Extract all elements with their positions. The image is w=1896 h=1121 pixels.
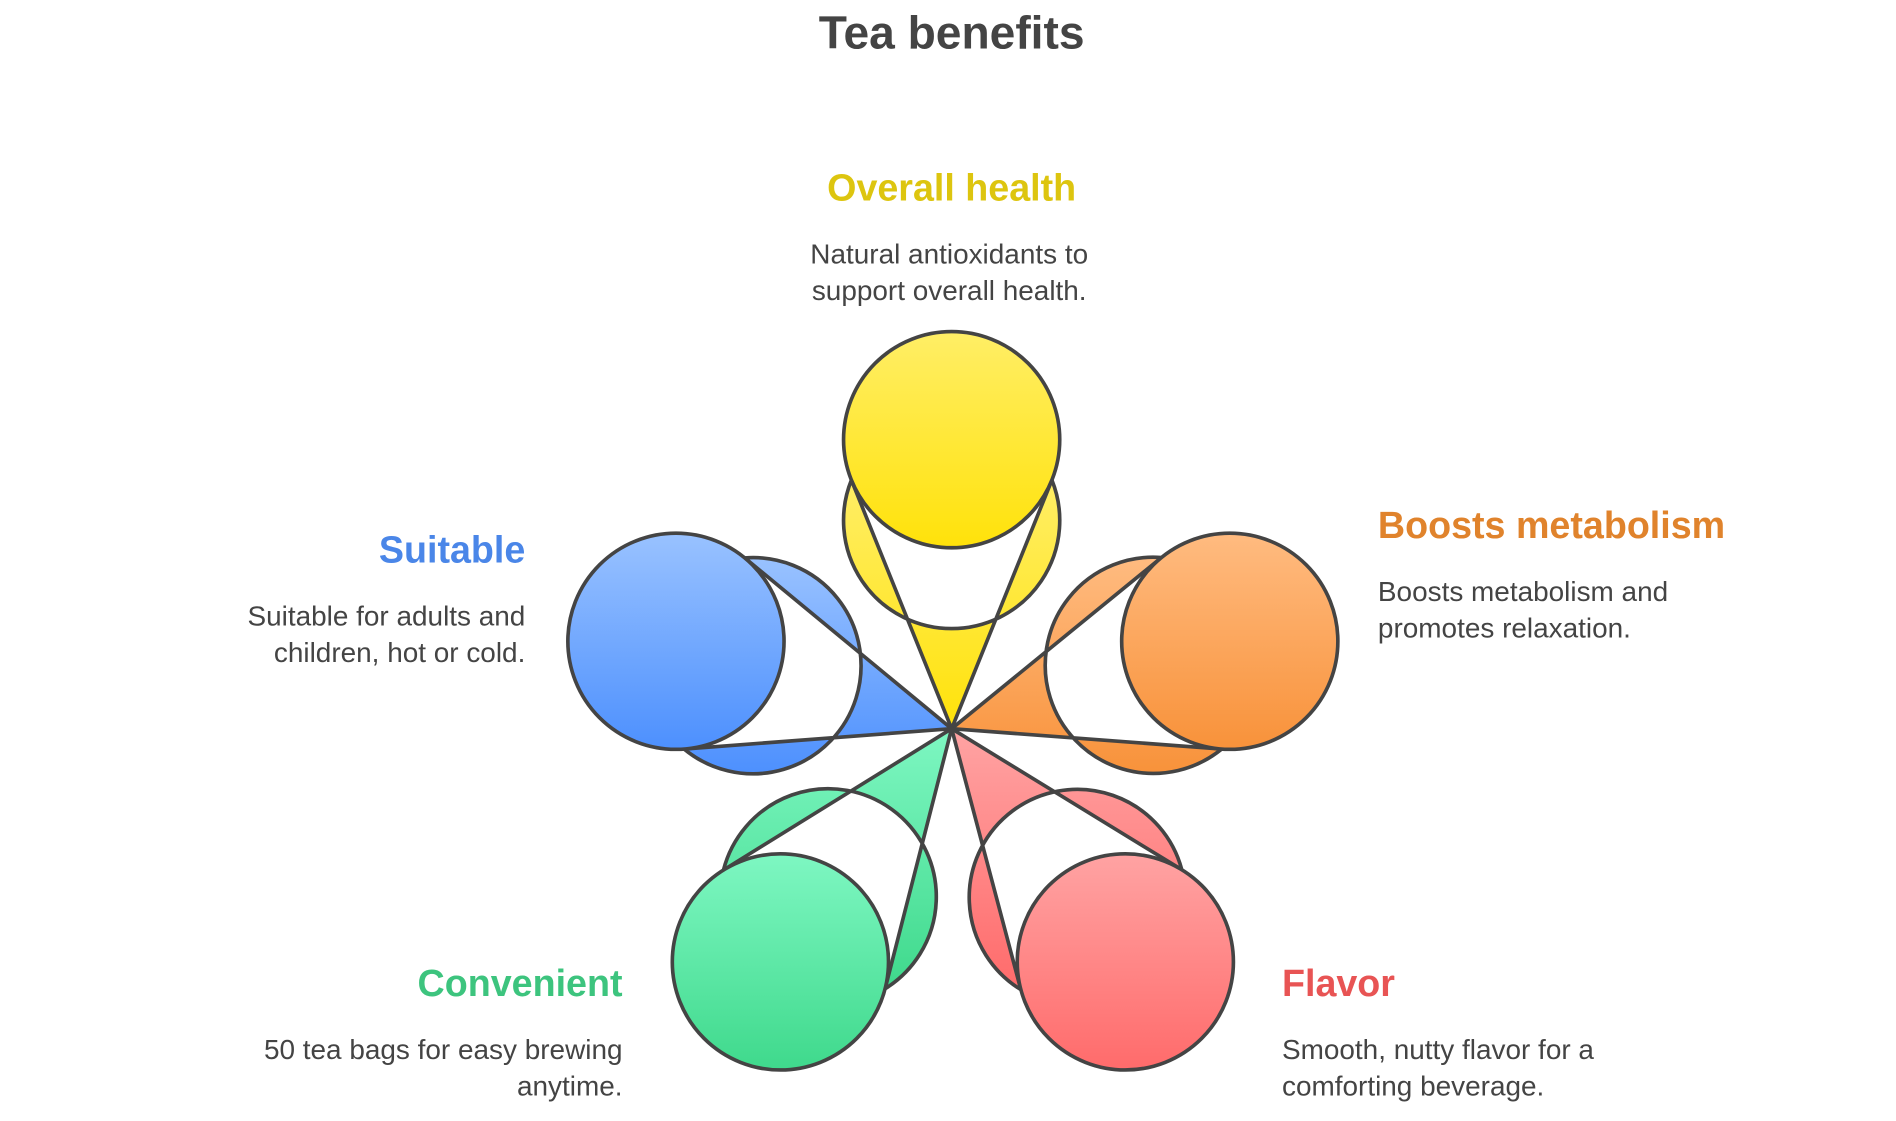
petal-suitable <box>566 531 954 776</box>
petal-circle <box>670 851 891 1072</box>
desc-line: Smooth, nutty flavor for a <box>1282 1034 1594 1065</box>
diagram-title: Tea benefits <box>819 7 1085 59</box>
petal-circle <box>1119 531 1340 752</box>
petal-circle <box>841 329 1062 550</box>
heading-suitable: Suitable <box>379 528 525 570</box>
petal-circle <box>566 531 786 752</box>
desc-line: 50 tea bags for easy brewing <box>264 1034 623 1065</box>
desc-line: Natural antioxidants to <box>810 239 1088 270</box>
label-overall-health: Overall health Natural antioxidants to s… <box>810 166 1088 306</box>
desc-line: support overall health. <box>812 275 1087 306</box>
petal-cone <box>841 478 1062 731</box>
desc-line: children, hot or cold. <box>274 637 525 668</box>
label-boosts-metabolism: Boosts metabolism Boosts metabolism and … <box>1378 504 1725 644</box>
heading-overall-health: Overall health <box>827 166 1076 208</box>
petal-convenient <box>670 726 954 1072</box>
label-convenient: Convenient 50 tea bags for easy brewing … <box>264 962 623 1102</box>
desc-line: promotes relaxation. <box>1378 613 1631 644</box>
label-flavor: Flavor Smooth, nutty flavor for a comfor… <box>1282 962 1594 1102</box>
label-suitable: Suitable Suitable for adults and childre… <box>247 528 525 668</box>
desc-line: anytime. <box>517 1070 623 1101</box>
petal-flavor <box>949 726 1236 1072</box>
petal-circle <box>1015 851 1236 1072</box>
desc-line: Boosts metabolism and <box>1378 576 1668 607</box>
heading-boosts-metabolism: Boosts metabolism <box>1378 504 1725 546</box>
desc-line: comforting beverage. <box>1282 1070 1544 1101</box>
heading-flavor: Flavor <box>1282 962 1395 1004</box>
petal-cone <box>949 555 1224 776</box>
desc-line: Suitable for adults and <box>247 600 525 631</box>
petal-overall-health <box>841 329 1062 731</box>
petal-boosts-metabolism <box>949 531 1340 776</box>
petal-cone <box>949 726 1184 992</box>
heading-convenient: Convenient <box>418 962 623 1004</box>
petal-cone <box>721 726 954 991</box>
petal-cone <box>682 555 954 776</box>
